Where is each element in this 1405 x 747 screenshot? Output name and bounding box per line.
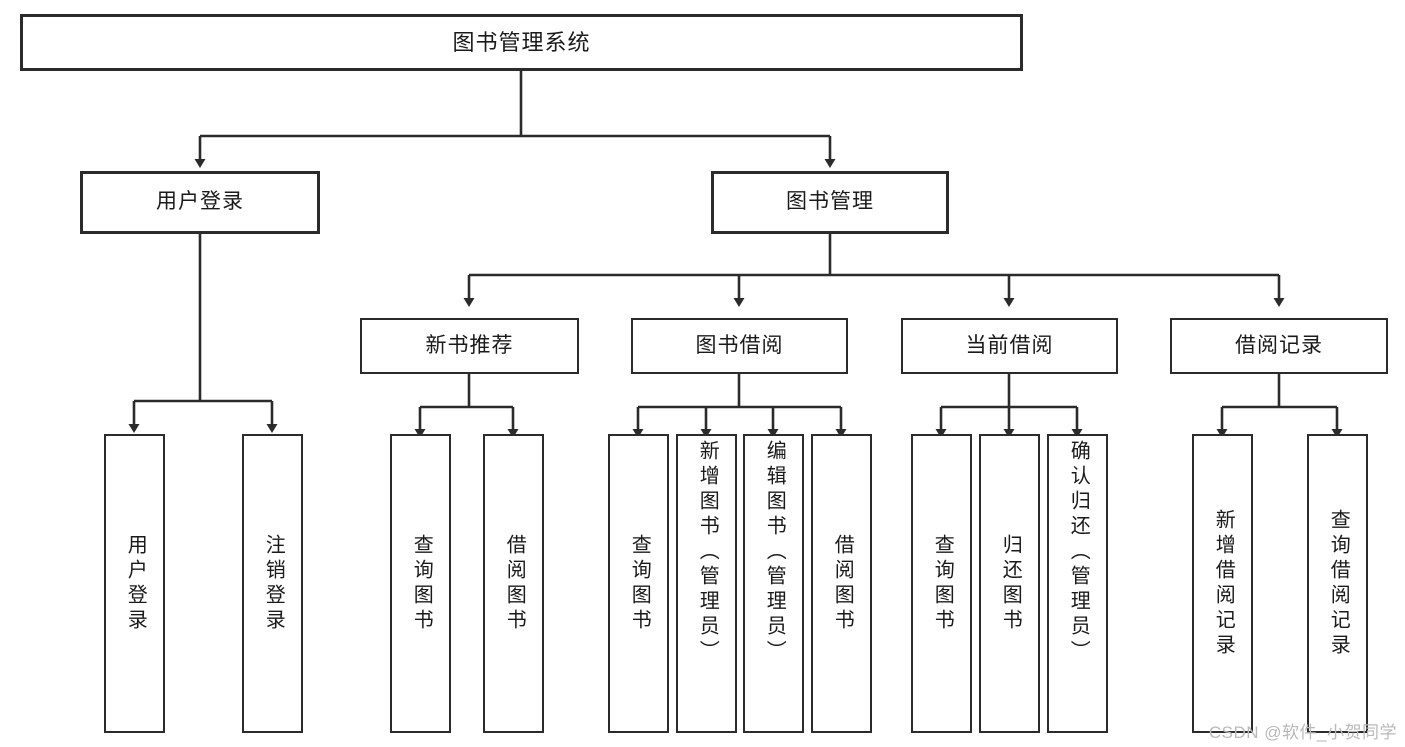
leaf-record-add-record[interactable]: 新增借阅记录 <box>1192 434 1253 733</box>
node-label: 新增借阅记录 <box>1212 508 1235 659</box>
node-book-management[interactable]: 图书管理 <box>711 171 949 234</box>
node-label: 查询图书 <box>931 533 954 634</box>
leaf-current-return-book[interactable]: 归还图书 <box>979 434 1040 733</box>
leaf-borrow-edit-book-admin[interactable]: 编辑图书（管理员） <box>743 434 804 733</box>
leaf-new-book-query[interactable]: 查询图书 <box>390 434 451 733</box>
leaf-borrow-add-book-admin[interactable]: 新增图书（管理员） <box>676 434 737 733</box>
node-label: 新增图书（管理员） <box>696 440 719 665</box>
node-label: 归还图书 <box>999 533 1022 634</box>
leaf-current-confirm-return-admin[interactable]: 确认归还（管理员） <box>1047 434 1108 733</box>
node-new-book-recommend[interactable]: 新书推荐 <box>360 318 579 374</box>
leaf-user-login-login[interactable]: 用户登录 <box>104 434 165 733</box>
node-label: 查询图书 <box>628 533 651 634</box>
leaf-borrow-borrow-book[interactable]: 借阅图书 <box>811 434 872 733</box>
node-label: 用户登录 <box>156 190 244 214</box>
node-label: 查询借阅记录 <box>1327 508 1350 659</box>
node-label: 图书管理 <box>786 190 874 214</box>
node-label: 编辑图书（管理员） <box>763 440 786 665</box>
node-root-system[interactable]: 图书管理系统 <box>20 14 1023 71</box>
node-label: 查询图书 <box>410 533 433 634</box>
node-user-login[interactable]: 用户登录 <box>80 171 320 234</box>
node-label: 用户登录 <box>124 533 147 634</box>
node-label: 借阅图书 <box>503 533 526 634</box>
node-label: 当前借阅 <box>965 333 1054 357</box>
node-label: 图书借阅 <box>695 333 784 357</box>
node-label: 新书推荐 <box>425 333 514 357</box>
leaf-current-query-book[interactable]: 查询图书 <box>911 434 972 733</box>
node-book-borrow[interactable]: 图书借阅 <box>631 318 848 374</box>
node-label: 注销登录 <box>262 533 285 634</box>
node-label: 确认归还（管理员） <box>1067 440 1090 665</box>
node-label: 图书管理系统 <box>452 29 591 55</box>
node-current-borrow[interactable]: 当前借阅 <box>901 318 1118 374</box>
leaf-new-book-borrow[interactable]: 借阅图书 <box>483 434 544 733</box>
node-borrow-record[interactable]: 借阅记录 <box>1170 318 1388 374</box>
node-label: 借阅记录 <box>1235 333 1323 357</box>
watermark: CSDN @软件_小贺同学 <box>1208 723 1397 742</box>
leaf-borrow-query-book[interactable]: 查询图书 <box>608 434 669 733</box>
leaf-user-login-logout[interactable]: 注销登录 <box>242 434 303 733</box>
node-label: 借阅图书 <box>831 533 854 634</box>
leaf-record-query-record[interactable]: 查询借阅记录 <box>1307 434 1368 733</box>
